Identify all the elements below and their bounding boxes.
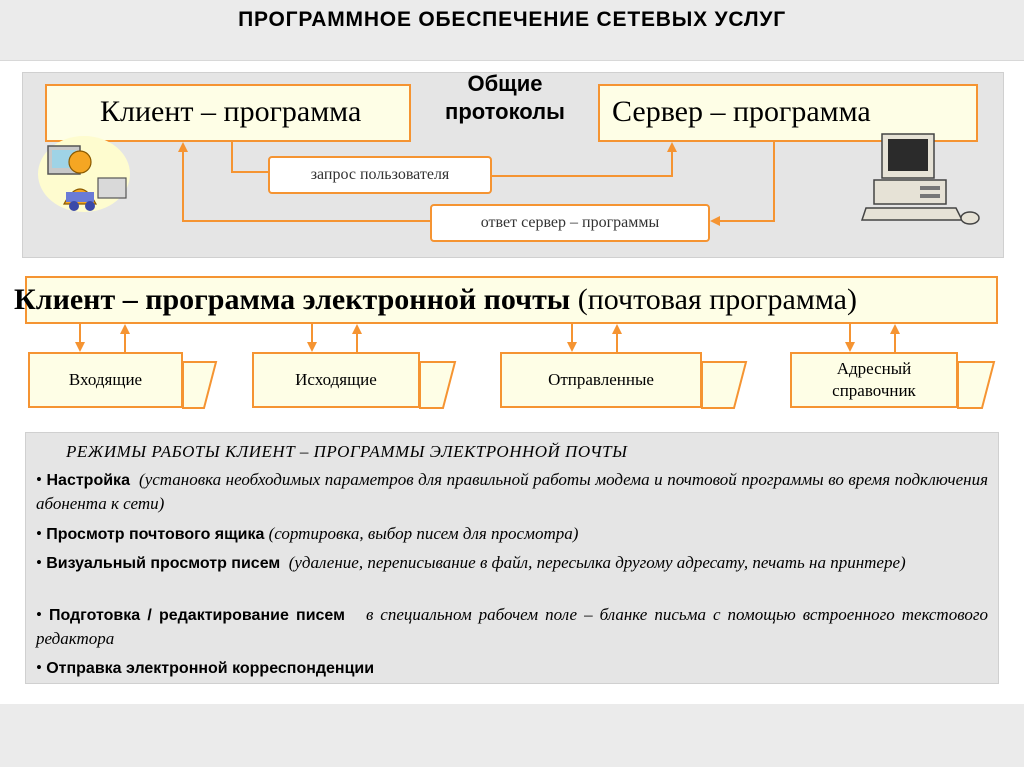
modes-title: РЕЖИМЫ РАБОТЫ КЛИЕНТ – ПРОГРАММЫ ЭЛЕКТРО…	[66, 442, 628, 461]
user-at-computer-icon	[38, 136, 130, 212]
user-request-box: запрос пользователя	[268, 156, 492, 194]
response-arrow-to-client	[178, 142, 430, 222]
title-band	[0, 0, 1024, 61]
folder-address-book: Адресный справочник	[790, 352, 958, 408]
mail-client-title: Клиент – программа электронной почты (по…	[14, 283, 857, 317]
server-computer-icon	[860, 133, 980, 225]
folder-sent: Отправленные	[500, 352, 702, 408]
mode-desc: (удаление, переписывание в файл, пересыл…	[288, 553, 906, 572]
common-protocols-label: Общие протоколы	[445, 71, 565, 124]
mode-term: Настройка	[46, 472, 130, 489]
response-arrow	[710, 142, 775, 226]
folder-address-book-label: Адресный справочник	[832, 359, 916, 400]
mode-term: Визуальный просмотр писем	[46, 555, 281, 572]
mode-term: Просмотр почтового ящика	[46, 526, 265, 543]
modes-panel	[25, 432, 999, 684]
server-response-box: ответ сервер – программы	[430, 204, 710, 242]
request-arrow	[231, 142, 268, 173]
server-program-label: Сервер – программа	[612, 95, 871, 128]
server-program-box	[598, 84, 978, 142]
mode-term: Отправка электронной корреспонденции	[46, 660, 375, 677]
mail-client-title-main: Клиент – программа электронной почты	[14, 283, 571, 316]
folder-outgoing: Исходящие	[252, 352, 420, 408]
client-program-label: Клиент – программа	[100, 95, 362, 128]
mode-desc: в специальном рабочем поле – бланке пись…	[36, 605, 988, 648]
bottom-band	[0, 704, 1024, 767]
request-arrow-to-server	[492, 142, 677, 177]
page-title: ПРОГРАММНОЕ ОБЕСПЕЧЕНИЕ СЕТЕВЫХ УСЛУГ	[238, 8, 786, 31]
mail-client-title-note: (почтовая программа)	[577, 283, 857, 316]
mode-desc: (сортировка, выбор писем для просмотра)	[268, 524, 579, 543]
folder-inbox: Входящие	[28, 352, 183, 408]
folder-arrows	[75, 324, 900, 352]
mode-item-setup: • Настройка (установка необходимых парам…	[36, 470, 989, 513]
mode-item-mailbox-view: • Просмотр почтового ящика (сортировка, …	[36, 524, 579, 543]
mode-desc: (установка необходимых параметров для пр…	[36, 470, 989, 513]
mode-item-editing: • Подготовка / редактирование писем в сп…	[36, 605, 988, 648]
client-program-box	[45, 84, 411, 142]
mail-client-box	[25, 276, 998, 324]
mode-term: Подготовка / редактирование писем	[48, 607, 345, 624]
folder-tails	[182, 361, 996, 409]
mode-item-visual-view: • Визуальный просмотр писем (удаление, п…	[36, 553, 906, 572]
mode-item-sending: • Отправка электронной корреспонденции	[36, 658, 375, 677]
